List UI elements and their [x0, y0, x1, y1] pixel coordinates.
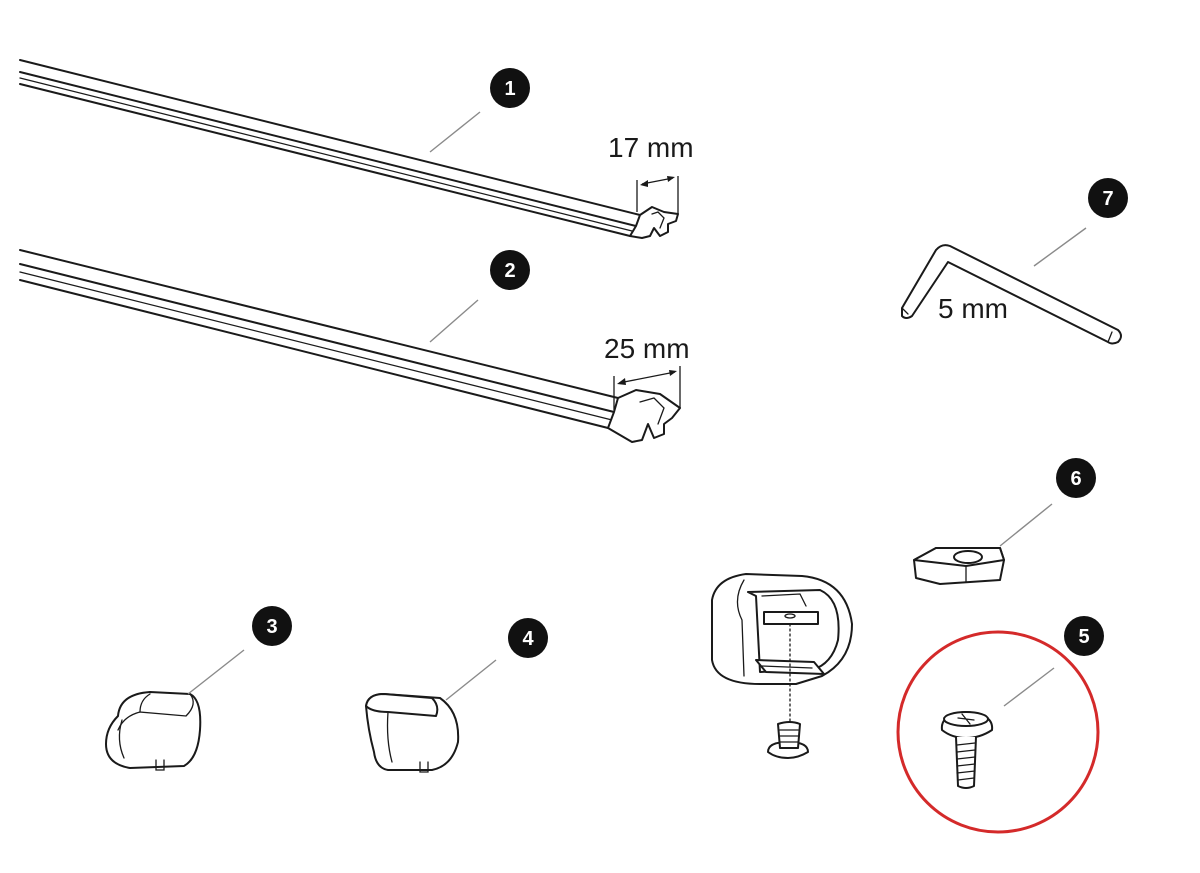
- part-5-leader-line: [1003, 667, 1055, 707]
- part-1-number: 1: [504, 78, 515, 100]
- part-4-number: 4: [522, 628, 534, 650]
- part-2-rubber-strip: [19, 249, 681, 443]
- part-5-highlight-circle: [896, 630, 1100, 834]
- part-2-dimension-label: 25 mm: [604, 333, 690, 364]
- part-6-square-nut: [913, 547, 1005, 585]
- part-2-badge: 2: [490, 250, 530, 290]
- part-6-number: 6: [1070, 468, 1081, 490]
- part-1-badge: 1: [490, 68, 530, 108]
- part-1-rubber-strip: [19, 59, 679, 239]
- part-7-allen-key: [901, 244, 1122, 345]
- part-5-number: 5: [1078, 626, 1089, 648]
- part-5-badge: 5: [1064, 616, 1104, 656]
- end-cap-assembly-illustration: [711, 573, 853, 759]
- part-3-badge: 3: [252, 606, 292, 646]
- part-1-dimension-label: 17 mm: [608, 132, 694, 163]
- part-3-leader-line: [187, 649, 245, 695]
- part-1-leader-line: [429, 111, 481, 153]
- part-4-end-cap: [365, 693, 460, 773]
- part-7-leader-line: [1033, 227, 1087, 267]
- part-6-badge: 6: [1056, 458, 1096, 498]
- part-5-screw: [940, 711, 994, 789]
- part-7-badge: 7: [1088, 178, 1128, 218]
- part-7-dimension-label: 5 mm: [938, 293, 1008, 324]
- part-2-number: 2: [504, 260, 515, 282]
- part-4-badge: 4: [508, 618, 548, 658]
- part-6-leader-line: [999, 503, 1053, 547]
- part-2-leader-line: [429, 299, 479, 343]
- part-7-number: 7: [1102, 188, 1113, 210]
- part-4-leader-line: [445, 659, 497, 701]
- part-3-end-cap: [105, 691, 202, 771]
- part-3-number: 3: [266, 616, 277, 638]
